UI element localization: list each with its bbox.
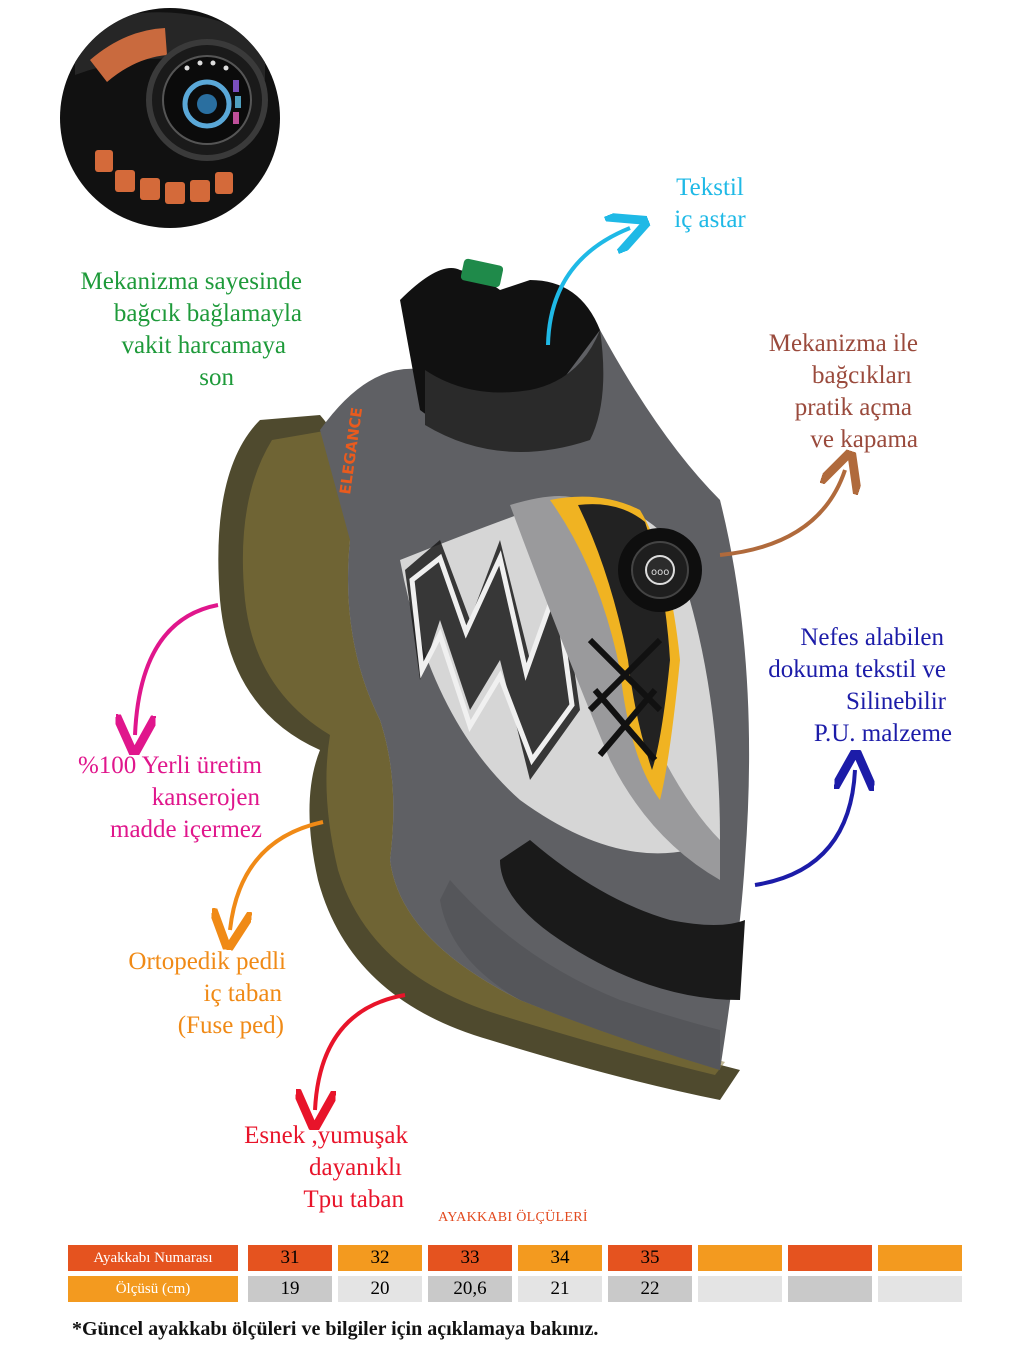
callout-line: Tpu taban bbox=[303, 1186, 404, 1213]
callout-line: madde içermez bbox=[110, 816, 262, 843]
size-cell: 35 bbox=[608, 1245, 692, 1271]
size-cell bbox=[788, 1245, 872, 1271]
callout-line: vakit harcamaya bbox=[121, 332, 287, 359]
callout-flexible-sole: Esnek ,yumuşak dayanıklı Tpu taban bbox=[200, 1120, 408, 1216]
callout-line: Tekstil bbox=[676, 174, 744, 201]
size-cell: 34 bbox=[518, 1245, 602, 1271]
callout-line: Mekanizma ile bbox=[768, 330, 918, 357]
shoe-image: ELEGANCE ooo bbox=[218, 258, 750, 1100]
cm-cell: 20 bbox=[338, 1276, 422, 1302]
callout-local-production: %100 Yerli üretim kanserojen madde içerm… bbox=[40, 750, 262, 846]
callout-line: Silinebilir bbox=[846, 688, 946, 715]
callout-orthopedic: Ortopedik pedli iç taban (Fuse ped) bbox=[80, 946, 286, 1042]
cm-cell: 21 bbox=[518, 1276, 602, 1302]
size-cell: 31 bbox=[248, 1245, 332, 1271]
size-cell: 32 bbox=[338, 1245, 422, 1271]
callout-line: ve kapama bbox=[810, 426, 918, 453]
size-cell bbox=[698, 1245, 782, 1271]
cm-cell: 20,6 bbox=[428, 1276, 512, 1302]
arrow-orthopedic bbox=[230, 820, 324, 930]
callout-line: dayanıklı bbox=[308, 1154, 402, 1181]
callout-mechanism-open: Mekanizma ile bağcıkları pratik açma ve … bbox=[700, 328, 918, 456]
callout-line: bağcıkları bbox=[812, 362, 912, 389]
callout-line: son bbox=[199, 364, 234, 391]
callout-line: kanserojen bbox=[151, 784, 260, 811]
size-cell bbox=[878, 1245, 962, 1271]
size-cell: 33 bbox=[428, 1245, 512, 1271]
arrow-breathable bbox=[754, 770, 855, 887]
size-table-title: AYAKKABI ÖLÇÜLERİ bbox=[438, 1210, 588, 1225]
callout-breathable: Nefes alabilen dokuma tekstil ve Silineb… bbox=[730, 622, 952, 750]
cm-cell bbox=[788, 1276, 872, 1302]
arrow-local bbox=[135, 603, 219, 735]
callout-line: iç taban bbox=[203, 980, 282, 1007]
cm-row: Ölçüsü (cm) 19 20 20,6 21 22 bbox=[68, 1276, 968, 1302]
callout-mechanism-speed: Mekanizma sayesinde bağcık bağlamayla va… bbox=[40, 266, 302, 394]
footnote: *Güncel ayakkabı ölçüleri ve bilgiler iç… bbox=[72, 1318, 599, 1340]
callout-line: bağcık bağlamayla bbox=[113, 300, 302, 327]
callout-line: %100 Yerli üretim bbox=[77, 752, 262, 779]
cm-cell bbox=[698, 1276, 782, 1302]
callout-textile-lining: Tekstil iç astar bbox=[640, 172, 780, 236]
callout-line: iç astar bbox=[674, 206, 746, 233]
callout-line: Esnek ,yumuşak bbox=[244, 1122, 408, 1149]
callout-line: Ortopedik pedli bbox=[128, 948, 286, 975]
cm-cell bbox=[878, 1276, 962, 1302]
size-row-label: Ayakkabı Numarası bbox=[68, 1245, 238, 1271]
mechanism-closeup-image bbox=[60, 8, 280, 228]
size-row: Ayakkabı Numarası 31 32 33 34 35 bbox=[68, 1245, 968, 1271]
arrow-mechanism bbox=[719, 470, 845, 557]
cm-cell: 22 bbox=[608, 1276, 692, 1302]
callout-line: Nefes alabilen bbox=[800, 624, 944, 651]
cm-row-label: Ölçüsü (cm) bbox=[68, 1276, 238, 1302]
arrow-textile bbox=[546, 228, 630, 346]
cm-cell: 19 bbox=[248, 1276, 332, 1302]
shoe-dial-text: ooo bbox=[651, 567, 669, 578]
arrows-layer bbox=[0, 0, 1020, 1200]
callout-line: Mekanizma sayesinde bbox=[80, 268, 302, 295]
callout-line: pratik açma bbox=[794, 394, 912, 421]
arrow-sole bbox=[315, 993, 406, 1110]
callout-line: (Fuse ped) bbox=[177, 1012, 284, 1039]
callout-line: dokuma tekstil ve bbox=[768, 656, 946, 683]
callout-line: P.U. malzeme bbox=[813, 720, 952, 747]
